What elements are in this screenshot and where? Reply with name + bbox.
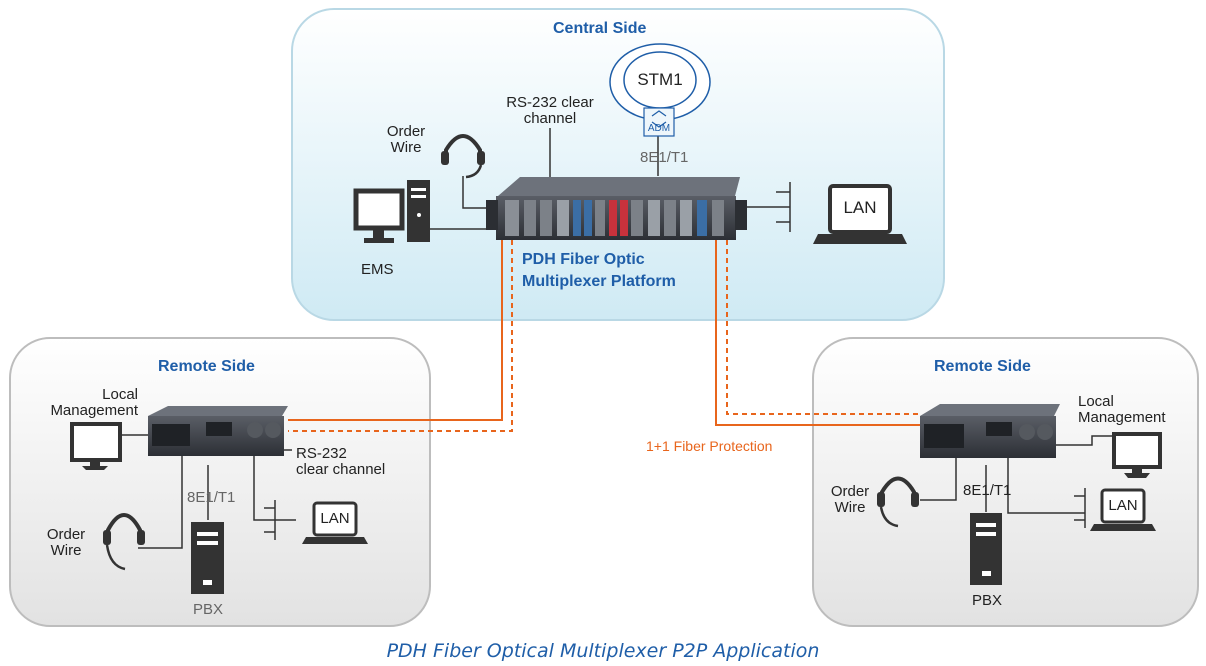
pdh-multiplexer-chassis: [486, 177, 747, 240]
remote-right-e1-label: 8E1/T1: [963, 482, 1012, 499]
fiber-link-left: [288, 240, 513, 432]
remote-right-pbx-icon: [970, 513, 1002, 585]
diagram-caption: PDH Fiber Optical Multiplexer P2P Applic…: [386, 640, 820, 662]
fiber-protection-label: 1+1 Fiber Protection: [646, 438, 773, 454]
central-headset-icon: [441, 134, 485, 179]
platform-label: PDH Fiber Optic Multiplexer Platform: [522, 251, 676, 290]
central-lan-label: LAN: [843, 198, 877, 217]
remote-right-headset-icon: [877, 476, 919, 528]
central-e1-label: 8E1/T1: [640, 149, 689, 166]
remote-left-rs232-label: RS-232 clear channel: [296, 445, 386, 478]
remote-left-e1-label: 8E1/T1: [187, 489, 236, 506]
remote-right-lan-laptop-icon: [1090, 488, 1156, 531]
remote-right-mux-unit: [920, 404, 1060, 458]
central-lan-laptop-icon: [813, 184, 907, 244]
adm-label: ADM: [647, 123, 671, 134]
central-side-title: Central Side: [553, 20, 647, 37]
remote-right-order-wire-label: Order Wire: [830, 483, 870, 516]
remote-left-region: [9, 337, 431, 627]
stm1-label: STM1: [637, 70, 683, 89]
remote-left-headset-icon: [103, 513, 145, 571]
remote-left-lan-laptop-icon: [302, 501, 368, 544]
remote-left-title: Remote Side: [158, 358, 255, 375]
ems-computer-icon: [353, 180, 430, 243]
remote-right-title: Remote Side: [934, 358, 1031, 375]
central-side-region: [291, 8, 945, 321]
remote-right-pbx-label: PBX: [972, 592, 1003, 609]
central-order-wire-label: Order Wire: [386, 123, 426, 156]
central-rs232-label: RS-232 clear channel: [506, 94, 594, 127]
remote-right-monitor-icon: [1112, 432, 1162, 478]
remote-right-region: [812, 337, 1199, 627]
remote-left-monitor-icon: [70, 422, 122, 470]
remote-left-pbx-label: PBX: [193, 601, 224, 618]
remote-right-lan-label: LAN: [1108, 497, 1138, 514]
adm-node: [643, 107, 675, 137]
remote-left-lan-label: LAN: [320, 510, 350, 527]
remote-left-pbx-icon: [191, 522, 224, 594]
remote-right-local-mgmt-label: Local Management: [1078, 393, 1166, 426]
remote-right-connection-lines: [920, 435, 1114, 528]
fiber-link-right: [715, 240, 920, 426]
remote-left-order-wire-label: Order Wire: [46, 526, 86, 559]
remote-left-mux-unit: [148, 406, 288, 456]
ems-label: EMS: [361, 261, 394, 278]
remote-left-local-mgmt-label: Local Management: [50, 386, 138, 419]
